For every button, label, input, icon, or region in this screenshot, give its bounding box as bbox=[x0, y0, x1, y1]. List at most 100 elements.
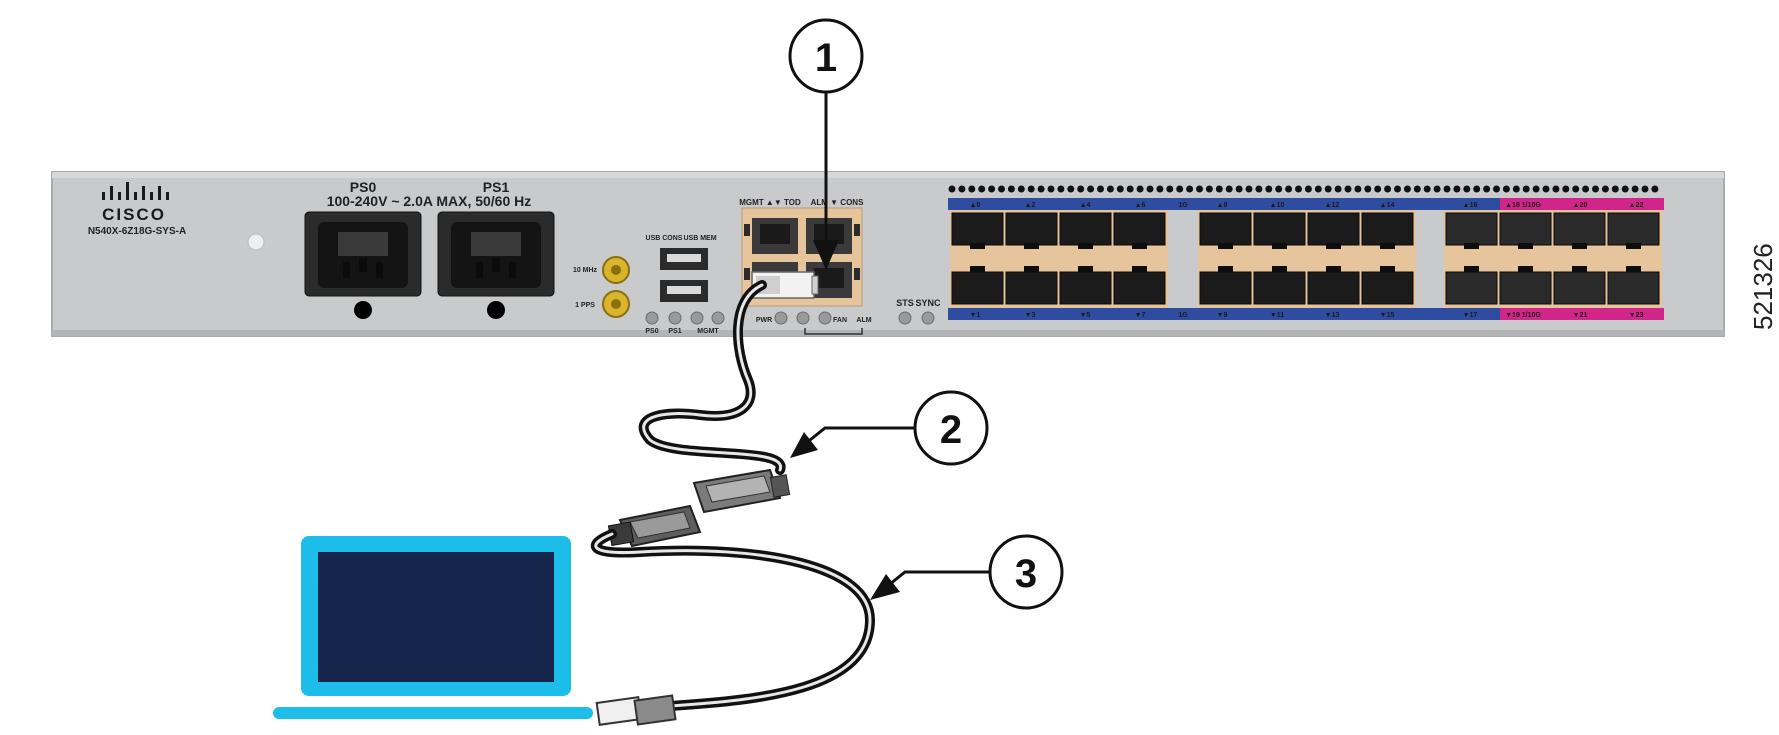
sfp-latch bbox=[1078, 243, 1093, 249]
top-port-label: ▲0 bbox=[970, 202, 981, 209]
port-indicator-dot bbox=[1582, 185, 1590, 193]
port-indicator-dot bbox=[1186, 185, 1194, 193]
sfp-port bbox=[951, 271, 1004, 305]
port-indicator-dot bbox=[1087, 185, 1095, 193]
usb-cons-label: USB CONS bbox=[646, 235, 683, 242]
port-indicator-dot bbox=[1453, 185, 1461, 193]
top-port-label: ▲12 bbox=[1325, 202, 1340, 209]
pwr-label: PWR bbox=[756, 317, 772, 324]
power-rating: 100-240V ~ 2.0A MAX, 50/60 Hz bbox=[327, 193, 532, 209]
bottom-port-label: ▼17 bbox=[1463, 312, 1478, 319]
sfp-latch bbox=[970, 243, 985, 249]
port-indicator-dot bbox=[1255, 185, 1263, 193]
port-indicator-dot bbox=[1205, 185, 1213, 193]
alm-cons-label: ALM ▼ CONS bbox=[811, 198, 864, 207]
bottom-port-label: ▼3 bbox=[1025, 312, 1036, 319]
sfp-latch bbox=[1024, 243, 1039, 249]
top-port-label: ▲10 bbox=[1270, 202, 1285, 209]
laptop-base bbox=[273, 707, 593, 719]
port-indicator-dot bbox=[1067, 185, 1075, 193]
sfp-port bbox=[1113, 212, 1166, 246]
sfp-latch bbox=[1218, 243, 1233, 249]
top-port-label: ▲20 bbox=[1573, 202, 1588, 209]
port-label-strip-bottom-magenta bbox=[1500, 308, 1664, 320]
sfp-port bbox=[1361, 212, 1414, 246]
laptop-screen bbox=[318, 552, 554, 682]
port-indicator-dot bbox=[1285, 185, 1293, 193]
sfp-port bbox=[1361, 271, 1414, 305]
bottom-port-label: ▼7 bbox=[1135, 312, 1146, 319]
port-indicator-dot bbox=[1552, 185, 1560, 193]
top-port-label: ▲22 bbox=[1629, 202, 1644, 209]
sfp-port bbox=[1499, 212, 1552, 246]
port-indicator-dot bbox=[1394, 185, 1401, 193]
sfp-latch bbox=[1626, 266, 1641, 272]
sfp-ports bbox=[951, 212, 1660, 305]
port-indicator-dot bbox=[1522, 185, 1530, 193]
callout-3-number: 3 bbox=[1015, 552, 1037, 596]
model-label: N540X-6Z18G-SYS-A bbox=[88, 226, 186, 237]
sync-label: SYNC bbox=[915, 298, 941, 308]
sfp-port bbox=[1253, 271, 1306, 305]
usb-mem-label: USB MEM bbox=[683, 235, 716, 242]
sfp-port bbox=[1553, 212, 1606, 246]
port-indicator-dot bbox=[948, 185, 956, 193]
port-indicator-dot bbox=[1156, 185, 1164, 193]
port-indicator-dot bbox=[1027, 185, 1035, 193]
port-indicator-dot bbox=[988, 185, 996, 193]
port-indicator-dot bbox=[1572, 185, 1580, 193]
bottom-port-label: ▼5 bbox=[1080, 312, 1091, 319]
top-port-label: ▲2 bbox=[1025, 202, 1036, 209]
port-indicator-dot bbox=[1196, 185, 1203, 193]
port-indicator-dot bbox=[1324, 185, 1332, 193]
port-indicator-dot bbox=[1562, 185, 1570, 193]
db9-console-connector bbox=[692, 468, 791, 514]
figure-id: 521326 bbox=[1748, 243, 1778, 330]
port-indicator-dot bbox=[968, 185, 976, 193]
callout-2-number: 2 bbox=[940, 408, 962, 452]
mgmt-tod-label: MGMT ▲▼ TOD bbox=[739, 198, 801, 207]
top-port-label: ▲8 bbox=[1217, 202, 1228, 209]
ps0-inlet bbox=[304, 211, 422, 319]
port-indicator-dot bbox=[1611, 185, 1619, 193]
port-indicator-dot bbox=[1295, 185, 1302, 193]
usb-cable bbox=[590, 529, 876, 711]
sfp-port bbox=[1499, 271, 1552, 305]
port-indicator-dot bbox=[1532, 185, 1540, 193]
port-label-strip-bottom-blue bbox=[948, 308, 1500, 320]
top-port-label: ▲18 1/10G bbox=[1505, 202, 1541, 209]
port-indicator-dot bbox=[1245, 185, 1253, 193]
port-indicator-dot bbox=[1463, 185, 1471, 193]
port-indicator-dot bbox=[1641, 185, 1649, 193]
port-indicator-dot bbox=[1017, 185, 1025, 193]
alm-label: ALM bbox=[856, 317, 871, 324]
sfp-port bbox=[1307, 271, 1360, 305]
sfp-latch bbox=[1518, 266, 1533, 272]
port-indicator-dot bbox=[1403, 185, 1411, 193]
led-mgmt-label: MGMT bbox=[697, 328, 719, 335]
sfp-latch bbox=[970, 266, 985, 272]
port-indicator-dot bbox=[1483, 185, 1491, 193]
port-indicator-dot bbox=[1512, 185, 1520, 193]
cisco-wordmark: CISCO bbox=[102, 205, 166, 224]
port-indicator-dot bbox=[1304, 185, 1312, 193]
bottom-port-label: ▼13 bbox=[1325, 312, 1340, 319]
port-indicator-dot bbox=[1592, 185, 1599, 193]
sfp-latch bbox=[1326, 266, 1341, 272]
sfp-latch bbox=[1518, 243, 1533, 249]
sts-label: STS bbox=[896, 298, 914, 308]
sfp-latch bbox=[1132, 266, 1147, 272]
port-label-strip-top-magenta bbox=[1500, 198, 1664, 210]
sfp-port bbox=[1199, 212, 1252, 246]
sfp-port bbox=[1199, 271, 1252, 305]
clk-10mhz-label: 10 MHz bbox=[573, 267, 598, 274]
sfp-latch bbox=[1078, 266, 1093, 272]
sfp-latch bbox=[1272, 266, 1287, 272]
port-label-strip-top-blue bbox=[948, 198, 1500, 210]
sfp-latch bbox=[1272, 243, 1287, 249]
status-leds: PS0 PS1 MGMT bbox=[645, 311, 725, 335]
bottom-port-label: ▼15 bbox=[1380, 312, 1395, 319]
port-indicator-dot bbox=[1007, 185, 1015, 193]
sfp-port bbox=[1253, 212, 1306, 246]
